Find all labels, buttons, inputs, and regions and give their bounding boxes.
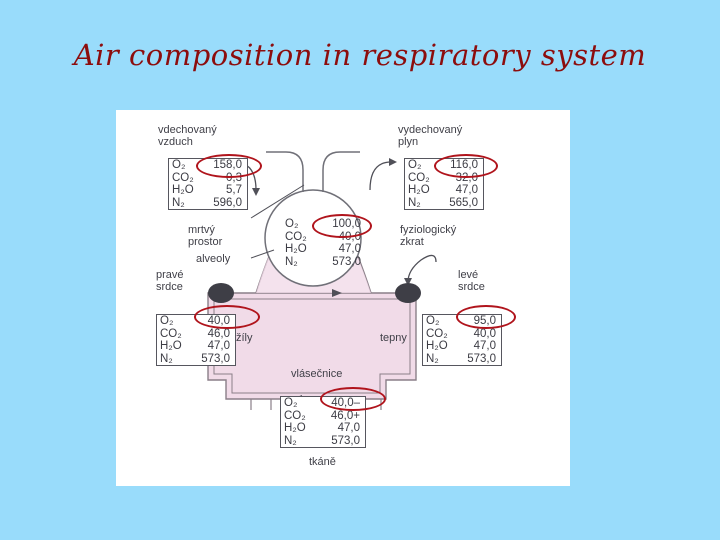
gas-row: N₂ 596,0 (169, 197, 247, 210)
label-exhaled-text: vydechovaný plyn (398, 124, 463, 148)
gas-name: O₂ (285, 218, 299, 230)
gas-row: N₂ 565,0 (405, 197, 483, 210)
gas-value: 596,0 (213, 196, 242, 209)
gas-name: CO₂ (284, 409, 306, 422)
gas-name: O₂ (160, 315, 174, 327)
gas-row: CO₂ 46,0 (157, 328, 235, 341)
highlight-alveoli-o2 (312, 214, 372, 238)
gas-name: H₂O (160, 340, 182, 352)
gas-row: H₂O 47,0 (405, 184, 483, 197)
gas-value: 47,0 (455, 184, 478, 196)
label-right-heart-text: pravé srdce (156, 269, 184, 293)
gas-value: 573,0 (332, 255, 361, 268)
gas-value: 47,0 (337, 422, 360, 434)
gas-row: N₂ 573,0 (423, 353, 501, 366)
diagram-drawing (207, 151, 437, 410)
gas-row: CO₂ 46,0+ (281, 410, 365, 423)
highlight-veins-o2 (194, 305, 260, 329)
gas-row: H₂O 5,7 (169, 184, 247, 197)
gas-name: N₂ (285, 255, 298, 268)
gas-value: 46,0 (207, 327, 230, 340)
highlight-tissues-o2 (320, 387, 386, 411)
label-dead-space: mrtvý prostor (188, 224, 222, 248)
label-arteries: tepny (380, 332, 407, 344)
highlight-inhaled-o2 (196, 154, 262, 178)
respiratory-diagram: vdechovaný vzduch vydechovaný plyn mrtvý… (116, 110, 570, 486)
inhale-arrowhead (252, 188, 260, 196)
gas-row: N₂ 573,0 (157, 353, 235, 366)
airway (266, 151, 360, 192)
shunt-arrow (407, 254, 437, 283)
gas-name: N₂ (172, 196, 185, 209)
label-veins: žíly (236, 332, 253, 344)
highlight-exhaled-o2 (434, 154, 498, 178)
label-left-heart: levé srdce (458, 269, 485, 293)
gas-name: O₂ (172, 159, 186, 171)
label-inhaled-text: vdechovaný vzduch (158, 124, 217, 148)
gas-name: CO₂ (426, 327, 448, 340)
gas-name: N₂ (408, 196, 421, 209)
gas-value: 573,0 (331, 434, 360, 447)
label-right-heart: pravé srdce (156, 269, 184, 293)
gas-value: 47,0 (338, 243, 361, 255)
slide-title: Air composition in respiratory system (73, 38, 647, 72)
gas-name: H₂O (172, 184, 194, 196)
left-heart (395, 283, 421, 303)
exhale-arrow (369, 161, 392, 191)
gas-name: CO₂ (285, 230, 307, 243)
gas-name: CO₂ (160, 327, 182, 340)
label-left-heart-text: levé srdce (458, 269, 485, 293)
gas-value: 565,0 (449, 196, 478, 209)
gas-name: CO₂ (172, 171, 194, 184)
gas-name: H₂O (426, 340, 448, 352)
label-shunt-text: fyziologický zkrat (400, 224, 457, 248)
label-capillaries: vlásečnice (291, 368, 343, 380)
highlight-arteries-o2 (456, 305, 516, 329)
gas-name: H₂O (284, 422, 306, 434)
gas-name: O₂ (408, 159, 422, 171)
exhale-arrowhead (389, 158, 397, 166)
dead-space-pointer (250, 184, 305, 219)
gas-name: H₂O (285, 243, 307, 255)
gas-row: N₂ 573,0 (282, 256, 366, 269)
gas-value: 5,7 (226, 184, 242, 196)
gas-name: H₂O (408, 184, 430, 196)
gas-name: N₂ (426, 352, 439, 365)
label-dead-space-text: mrtvý prostor (188, 224, 223, 248)
gas-value: 47,0 (207, 340, 230, 352)
label-inhaled-air: vdechovaný vzduch (158, 124, 217, 148)
gas-row: H₂O 47,0 (282, 243, 366, 256)
label-exhaled-gas: vydechovaný plyn (398, 124, 462, 148)
gas-value: 46,0+ (330, 409, 360, 422)
gas-name: O₂ (426, 315, 440, 327)
gas-value: 573,0 (201, 352, 230, 365)
gas-value: 573,0 (467, 352, 496, 365)
gas-row: H₂O 47,0 (423, 340, 501, 353)
capillary-down-left (250, 399, 272, 410)
gas-row: H₂O 47,0 (157, 340, 235, 353)
flow-arrow-top (332, 289, 342, 297)
right-heart (208, 283, 234, 303)
gas-name: O₂ (284, 397, 298, 409)
gas-value: 40,0 (473, 327, 496, 340)
gas-value: 47,0 (473, 340, 496, 352)
gas-row: CO₂ 40,0 (423, 328, 501, 341)
gas-row: N₂ 573,0 (281, 435, 365, 448)
label-physiological-shunt: fyziologický zkrat (400, 224, 456, 248)
gas-name: CO₂ (408, 171, 430, 184)
alveoli-pointer (250, 249, 275, 259)
shunt-arrowhead (404, 278, 412, 286)
label-tissues: tkáně (309, 456, 336, 468)
label-alveoli: alveoly (196, 253, 231, 265)
gas-row: H₂O 47,0 (281, 422, 365, 435)
gas-name: N₂ (160, 352, 173, 365)
gas-name: N₂ (284, 434, 297, 447)
